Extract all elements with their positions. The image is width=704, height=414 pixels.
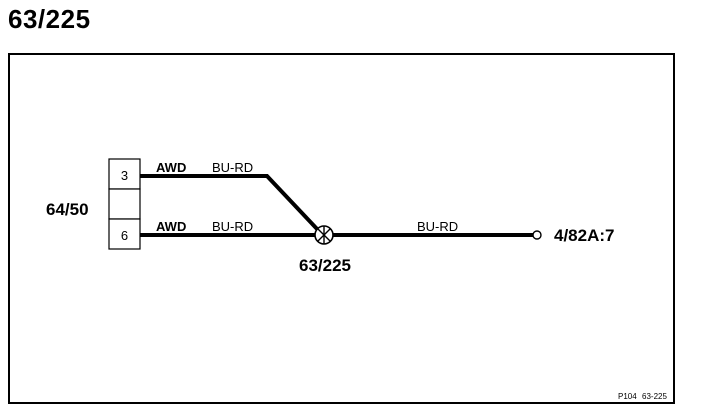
terminal-icon [532, 230, 542, 240]
wire-pin3-to-splice [140, 174, 320, 232]
wire-1-color-label: BU-RD [212, 160, 253, 175]
connector-pin-6-label: 6 [121, 228, 128, 243]
splice-icon [314, 225, 334, 245]
footer-page-ref: 63-225 [642, 392, 667, 401]
footer-ref-code: P104 [618, 392, 637, 401]
page-title: 63/225 [8, 4, 91, 34]
connector-64-50: 3 6 [108, 158, 141, 250]
connector-pin-6-box [108, 218, 141, 250]
diagram-frame [8, 53, 675, 404]
connector-name-label: 64/50 [46, 200, 89, 219]
destination-label: 4/82A:7 [554, 226, 614, 245]
wire-1-system-label: AWD [156, 160, 186, 175]
connector-pin-3-label: 3 [121, 168, 128, 183]
wire-3-color-label: BU-RD [417, 219, 458, 234]
splice-label: 63/225 [299, 256, 351, 275]
wire-2-color-label: BU-RD [212, 219, 253, 234]
connector-pin-empty-box [108, 188, 141, 220]
wire-2-system-label: AWD [156, 219, 186, 234]
